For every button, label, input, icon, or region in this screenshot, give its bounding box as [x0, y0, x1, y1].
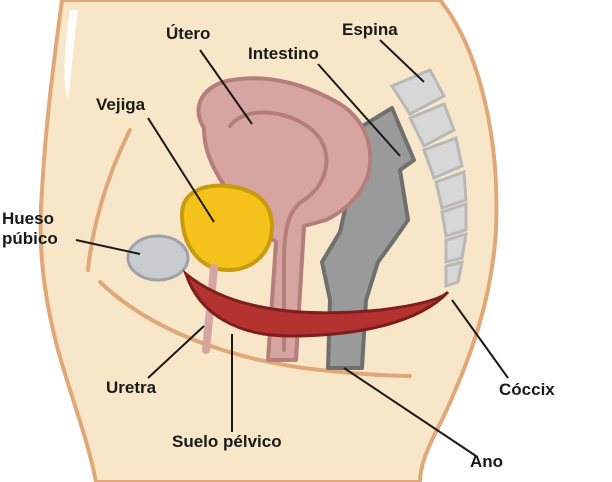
- leader-line-uretra: [147, 325, 205, 379]
- label-hueso-line1: Hueso: [2, 209, 54, 228]
- label-vejiga: Vejiga: [96, 95, 146, 114]
- leader-line-hueso: [75, 239, 141, 255]
- vertebra: [444, 231, 468, 264]
- thigh-crease: [86, 128, 132, 272]
- pelvic-floor-muscle: [182, 269, 450, 338]
- leader-line-intestino: [317, 63, 401, 157]
- label-coccix: Cóccix: [499, 380, 555, 399]
- bladder: [179, 183, 275, 273]
- vertebra: [444, 259, 464, 289]
- label-espina: Espina: [342, 20, 398, 39]
- groin-line: [98, 280, 412, 378]
- vertebra: [440, 201, 468, 238]
- uterus: [196, 76, 373, 362]
- uterine-cavity: [228, 110, 329, 352]
- leader-lines: [75, 39, 509, 457]
- label-hueso-line2: púbico: [2, 229, 58, 248]
- spine: [389, 68, 468, 289]
- label-uretra: Uretra: [106, 378, 157, 397]
- vertebra: [434, 169, 468, 210]
- vertebra: [407, 102, 456, 149]
- label-utero: Útero: [166, 24, 211, 43]
- leader-line-espina: [379, 39, 425, 83]
- vertebra: [422, 135, 464, 181]
- label-ano: Ano: [470, 452, 504, 471]
- bowel: [320, 106, 416, 370]
- label-suelo-pelvico: Suelo pélvico: [172, 432, 282, 451]
- leader-line-coccix: [451, 299, 509, 379]
- leader-line-vejiga: [147, 117, 215, 223]
- leader-line-ano: [343, 367, 477, 457]
- skin-highlight: [64, 10, 78, 100]
- label-intestino: Intestino: [248, 44, 319, 63]
- leader-line-utero: [199, 49, 253, 125]
- pubic-bone: [126, 234, 190, 282]
- label-hueso-pubico: Hueso púbico: [2, 209, 58, 249]
